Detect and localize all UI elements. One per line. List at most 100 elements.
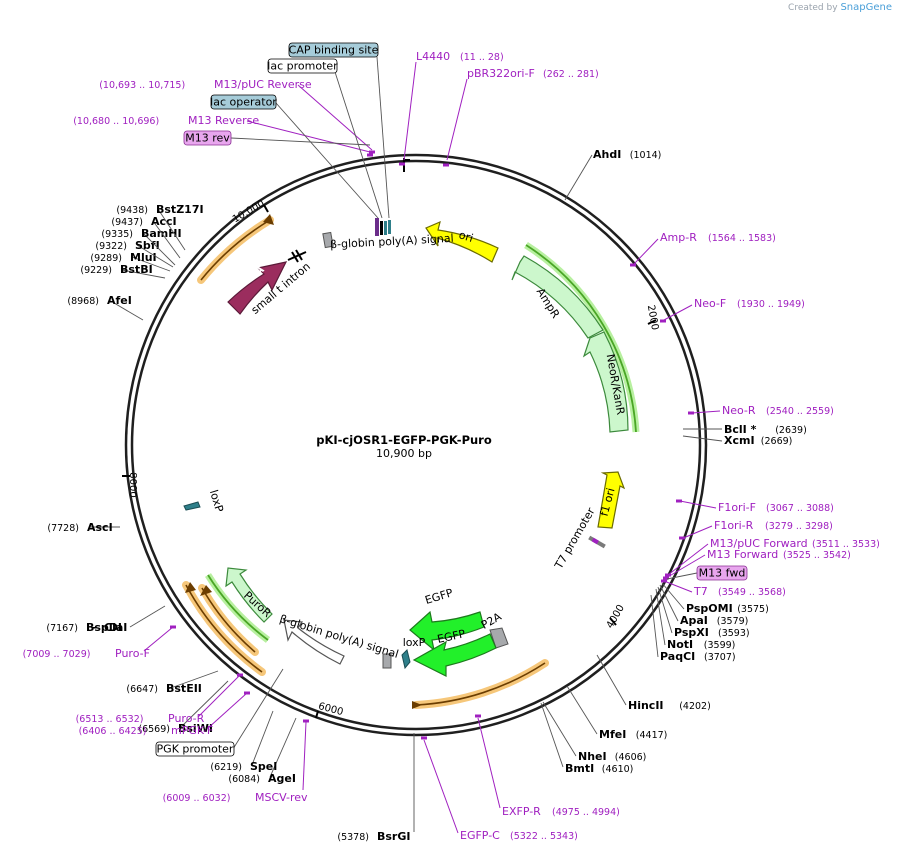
primer-mpgk-f[interactable]: mPGK-F <box>171 724 213 737</box>
primer-l4440[interactable]: L4440 <box>416 50 450 63</box>
site-noti[interactable]: NotI <box>667 638 693 651</box>
site-bsteii[interactable]: BstEII <box>166 682 202 695</box>
primer-pbr322ori-f[interactable]: pBR322ori-F <box>467 67 535 80</box>
small-t-intron-marker <box>287 249 307 263</box>
primer-puro-f[interactable]: Puro-F <box>115 647 150 660</box>
site-bsiwi[interactable]: BsiWI <box>178 722 213 735</box>
primer-pos-mpgk-f: (6406 .. 6425) <box>79 726 147 737</box>
primer-pos-pbr322ori-f: (262 .. 281) <box>543 69 599 80</box>
site-pos-pspomi: (3575) <box>737 604 769 615</box>
primer-m13-puc-reverse[interactable]: M13/pUC Reverse <box>214 78 312 91</box>
site-bcli[interactable]: BclI * <box>724 423 757 436</box>
primer-leader-exfp-r <box>477 717 501 809</box>
feature-box-m13-fwd[interactable] <box>696 565 748 581</box>
ori-arrow <box>425 220 499 263</box>
site-clai-prefix: - <box>92 621 97 634</box>
feature-ori-0[interactable]: ori <box>457 228 474 245</box>
site-pos-bstbi: (9229) <box>80 265 112 276</box>
site-bstz17i[interactable]: BstZ17I <box>156 203 204 216</box>
primer-f1ori-r[interactable]: F1ori-R <box>714 519 754 532</box>
site-bstbi[interactable]: BstBI <box>120 263 153 276</box>
site-leader-ahdi <box>564 154 593 201</box>
primer-leader-f1ori-f <box>679 500 717 509</box>
feature-box-m13-rev[interactable] <box>183 130 232 146</box>
primer-neo-f[interactable]: Neo-F <box>694 297 726 310</box>
primer-m13-puc-forward[interactable]: M13/pUC Forward <box>710 537 808 550</box>
primer-pos-t7: (3549 .. 3568) <box>718 587 786 598</box>
site-agei[interactable]: AgeI <box>268 772 296 785</box>
site-pos-mlui: (9289) <box>90 253 122 264</box>
feature-box-cap-binding-site[interactable] <box>288 42 379 58</box>
primer-m13-reverse[interactable]: M13 Reverse <box>188 114 259 127</box>
site-leader-nhei <box>542 701 577 757</box>
site-mlui[interactable]: MluI <box>130 251 157 264</box>
primer-m13-forward[interactable]: M13 Forward <box>707 548 778 561</box>
primer-leader-m13-puc-reverse <box>297 84 373 151</box>
site-pspomi[interactable]: PspOMI <box>686 602 733 615</box>
feature-box-lac-operator[interactable] <box>210 94 277 110</box>
primer-puro-r[interactable]: Puro-R <box>168 712 205 725</box>
primer-leader-puro-f <box>143 626 174 652</box>
feature-loxp-11[interactable]: loxP <box>207 488 226 514</box>
site-pos-bstz17i: (9438) <box>116 205 148 216</box>
site-nhei[interactable]: NheI <box>578 750 607 763</box>
site-pos-bmti: (4610) <box>602 764 634 775</box>
site-pspxi[interactable]: PspXI <box>674 626 709 639</box>
t7-promoter-marker <box>588 535 606 549</box>
site-clai[interactable]: ClaI <box>104 621 127 634</box>
site-leader-bsteii <box>167 670 219 690</box>
primer-neo-r[interactable]: Neo-R <box>722 404 756 417</box>
site-pos-noti: (3599) <box>704 640 736 651</box>
tick-label-2000: 2000 <box>645 304 660 331</box>
primer-mark-amp-r <box>630 263 636 267</box>
primer-pos-m13-puc-forward: (3511 .. 3533) <box>812 539 880 550</box>
plasmid-name: pKI-cjOSR1-EGFP-PGK-Puro <box>316 433 492 447</box>
feature-box-pgk-promoter[interactable] <box>155 741 235 757</box>
site-sbfi[interactable]: SbfI <box>135 239 160 252</box>
site-bmti[interactable]: BmtI <box>565 762 594 775</box>
primer-pos-f1ori-f: (3067 .. 3088) <box>766 503 834 514</box>
feature-leader-pgk-promoter <box>232 668 284 750</box>
primer-amp-r[interactable]: Amp-R <box>660 231 697 244</box>
primer-pos-amp-r: (1564 .. 1583) <box>708 233 776 244</box>
feature-leader-m13-fwd <box>666 572 698 580</box>
site-mfei[interactable]: MfeI <box>599 728 626 741</box>
site-xcmi[interactable]: XcmI <box>724 434 755 447</box>
site-leader-agei <box>269 717 297 778</box>
plasmid-length: 10,900 bp <box>376 447 432 460</box>
site-pos-bspdi: (7167) <box>46 623 78 634</box>
feature-loxp-8[interactable]: loxP <box>403 636 426 649</box>
site-hincii[interactable]: HincII <box>628 699 664 712</box>
primer-leader-neo-r <box>691 410 721 414</box>
site-spei[interactable]: SpeI <box>250 760 277 773</box>
site-ahdi[interactable]: AhdI <box>593 148 621 161</box>
primer-mark-puro-r <box>237 673 243 677</box>
primer-pos-l4440: (11 .. 28) <box>460 52 504 63</box>
primer-leader-m13-forward <box>665 554 706 579</box>
site-afei[interactable]: AfeI <box>107 294 132 307</box>
site-asci[interactable]: AscI <box>87 521 113 534</box>
primer-pos-m13-puc-reverse: (10,693 .. 10,715) <box>99 80 185 91</box>
primer-exfp-r[interactable]: EXFP-R <box>502 805 541 818</box>
feature-egfp-7[interactable]: EGFP <box>436 627 467 646</box>
primer-t7[interactable]: T7 <box>693 585 708 598</box>
site-acci[interactable]: AccI <box>151 215 177 228</box>
primer-mscv-rev[interactable]: MSCV-rev <box>255 791 308 804</box>
primer-f1ori-f[interactable]: F1ori-F <box>718 501 756 514</box>
feature-leader-lac-operator <box>275 102 379 219</box>
primer-mark-mpgk-f <box>244 691 250 695</box>
primer-mark-mscv-rev <box>303 719 309 723</box>
site-bamhi[interactable]: BamHI <box>141 227 182 240</box>
site-pos-afei: (8968) <box>67 296 99 307</box>
site-bspdi[interactable]: BspDI <box>86 621 122 634</box>
feature-globin-poly-a-signal-14[interactable]: β-globin poly(A) signal <box>330 232 454 251</box>
puror-arrow <box>225 567 273 623</box>
feature-box-lac-promoter[interactable] <box>267 58 338 74</box>
site-bsrgi[interactable]: BsrGI <box>377 830 410 843</box>
primer-leader-l4440 <box>403 61 417 161</box>
site-apai[interactable]: ApaI <box>680 614 708 627</box>
feature-egfp-5[interactable]: EGFP <box>423 586 454 607</box>
primer-egfp-c[interactable]: EGFP-C <box>460 829 500 842</box>
site-paqci[interactable]: PaqCI <box>660 650 695 663</box>
site-leader-pspxi <box>657 586 673 634</box>
